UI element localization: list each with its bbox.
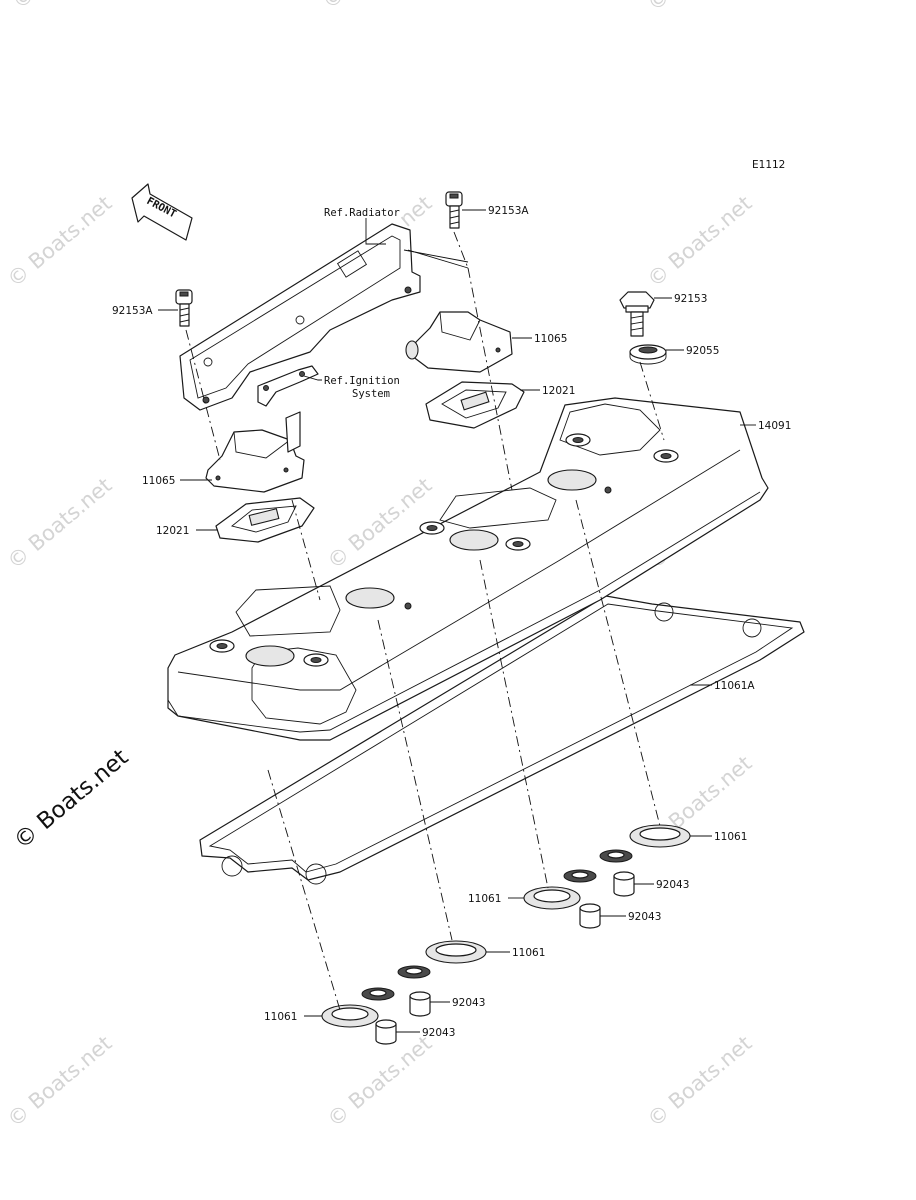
reed-plate-left	[215, 497, 315, 543]
part-label: 92043	[422, 1027, 455, 1039]
part-label: 11065	[534, 333, 567, 345]
plug-gasket-l1	[523, 886, 581, 910]
watermark: © Boats.net	[3, 191, 117, 292]
part-label: 92153A	[488, 205, 529, 217]
radiator-bracket	[179, 223, 421, 411]
bolt-92153	[619, 291, 655, 337]
plug-gasket-r2	[425, 940, 487, 964]
part-label: 11061	[468, 893, 501, 905]
watermark: © Boats.net	[643, 0, 757, 16]
part-label: 92043	[452, 997, 485, 1009]
leader-lines	[158, 209, 756, 1033]
ref-ignition-label-2: System	[352, 388, 390, 400]
head-cover-gasket	[199, 595, 805, 885]
reed-plate-right	[425, 381, 525, 429]
watermark: © Boats.net	[643, 191, 757, 292]
front-arrow-icon: FRONT	[131, 183, 193, 241]
part-label: 12021	[156, 525, 189, 537]
part-label: 92043	[656, 879, 689, 891]
breather-cover-right	[405, 311, 513, 373]
watermark: © Boats.net	[323, 1031, 437, 1132]
part-label: 14091	[758, 420, 791, 432]
part-label: 11065	[142, 475, 175, 487]
watermark: © Boats.net	[3, 1031, 117, 1132]
watermark: © Boats.net	[643, 1031, 757, 1132]
ref-ignition-label: Ref.Ignition	[324, 375, 400, 387]
watermark-main: © Boats.net	[9, 744, 133, 854]
part-label: 92153	[674, 293, 707, 305]
part-label: 11061	[714, 831, 747, 843]
part-label: 11061	[264, 1011, 297, 1023]
diagram-code: E1112	[752, 159, 785, 171]
o-ring-washers	[361, 849, 633, 1001]
cylinder-head-cover	[167, 397, 769, 741]
bolt-92153a-top	[445, 191, 463, 229]
part-label: 92043	[628, 911, 661, 923]
part-label: 12021	[542, 385, 575, 397]
bolt-92153a-left	[175, 289, 193, 327]
part-label: 11061	[512, 947, 545, 959]
part-label: 92055	[686, 345, 719, 357]
dowel-pins	[375, 871, 635, 1045]
watermark: © Boats.net	[318, 0, 432, 14]
part-label: 92153A	[112, 305, 153, 317]
ref-radiator-label: Ref.Radiator	[324, 207, 400, 219]
plug-gasket-l2	[321, 1004, 379, 1028]
part-label: 11061A	[714, 680, 755, 692]
watermark: © Boats.net	[8, 0, 122, 14]
washer-92055	[629, 344, 667, 365]
breather-cover-left	[205, 411, 305, 493]
part-labels: 92153A 92153A 92153 92055 11065 11065 12…	[112, 205, 791, 1039]
watermark: © Boats.net	[3, 473, 117, 574]
plug-gasket-r1	[629, 824, 691, 848]
assembly-lines	[185, 231, 665, 1011]
